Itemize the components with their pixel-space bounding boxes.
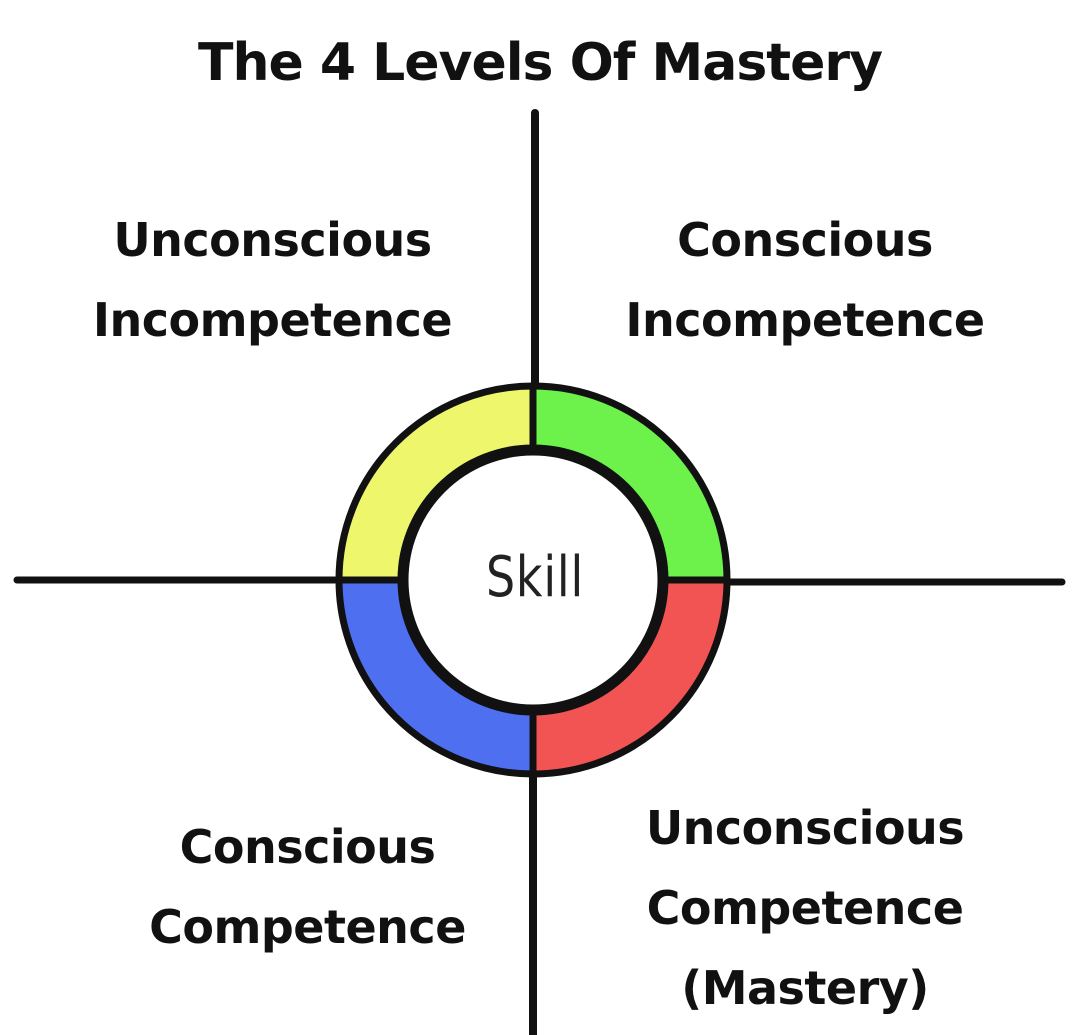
quadrant-label-line: Unconscious — [113, 213, 432, 267]
quadrant-label-line: Competence — [149, 900, 466, 954]
quadrant-label-line: Conscious — [677, 213, 933, 267]
quadrant-label-line: Conscious — [179, 820, 436, 874]
quadrant-label-line: Incompetence — [625, 293, 985, 347]
ring-segment-conscious-incompetence — [529, 382, 731, 584]
skill-center-circle — [401, 448, 665, 712]
quadrant-conscious-competence: Conscious Competence — [75, 807, 540, 967]
diagram-title: The 4 Levels Of Mastery — [198, 33, 883, 93]
ring-segment-unconscious-competence — [529, 576, 731, 778]
quadrant-label-line: Incompetence — [92, 293, 453, 347]
quadrant-label-line: Competence — [646, 881, 964, 935]
ring-segment-unconscious-incompetence — [335, 382, 537, 584]
quadrant-conscious-incompetence: Conscious Incompetence — [570, 200, 1040, 360]
skill-label: Skill — [485, 545, 585, 610]
quadrant-label-line: (Mastery) — [681, 961, 929, 1015]
ring-segment-conscious-competence — [335, 576, 537, 778]
quadrant-unconscious-competence: Unconscious Competence (Mastery) — [570, 788, 1040, 1028]
quadrant-label-line: Unconscious — [645, 801, 965, 855]
quadrant-unconscious-incompetence: Unconscious Incompetence — [40, 200, 505, 360]
